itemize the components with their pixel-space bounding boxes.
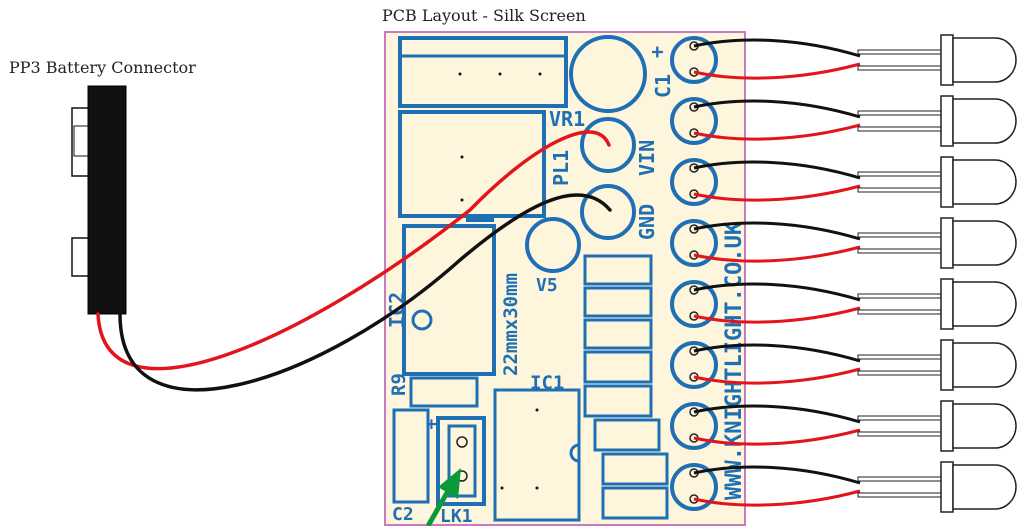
led-lead xyxy=(857,370,943,376)
pcb-board xyxy=(384,31,746,526)
led-black-wire xyxy=(693,99,861,119)
website-url: WWW.KNIGHTLIGHT.CO.UK xyxy=(722,221,747,500)
r9-outline xyxy=(409,376,479,408)
led-black-wire xyxy=(693,221,861,241)
led-body xyxy=(952,220,1017,266)
led-lead xyxy=(857,49,943,55)
led-body xyxy=(952,159,1017,205)
gnd-label: GND xyxy=(635,204,659,240)
led-red-wire xyxy=(693,489,861,507)
battery-connector xyxy=(71,85,127,315)
led-lead xyxy=(857,65,943,71)
vin-pad xyxy=(580,117,636,173)
c1-label: C1 xyxy=(651,74,675,98)
led-body xyxy=(952,464,1017,510)
led-lead xyxy=(857,110,943,116)
led-red-wire xyxy=(693,245,861,263)
led-flange xyxy=(940,400,954,452)
ic1-label: IC1 xyxy=(530,372,564,394)
led-red-wire xyxy=(693,123,861,141)
led-black-wire xyxy=(693,465,861,485)
lk1-pointer-arrow xyxy=(425,468,461,526)
led-pad xyxy=(670,280,718,328)
lk1-label: LK1 xyxy=(440,506,473,526)
v5-pad xyxy=(525,217,581,273)
led-flange xyxy=(940,156,954,208)
led-red-wire xyxy=(693,184,861,202)
led-lead xyxy=(857,492,943,498)
led-body xyxy=(952,342,1017,388)
led-lead xyxy=(857,171,943,177)
led-flange xyxy=(940,34,954,86)
c2-polarity-mark: + xyxy=(426,414,437,435)
led-lead xyxy=(857,476,943,482)
led-flange xyxy=(940,217,954,269)
led-lead xyxy=(857,415,943,421)
r9-label: R9 xyxy=(388,373,410,396)
c2-label: C2 xyxy=(392,504,414,525)
led-lead xyxy=(857,187,943,193)
gnd-pad xyxy=(580,184,636,240)
led-lead xyxy=(857,248,943,254)
led-red-wire xyxy=(693,367,861,385)
c1-capacitor xyxy=(569,35,647,113)
led-lead xyxy=(857,309,943,315)
led-rows xyxy=(670,34,1017,513)
led-lead xyxy=(857,293,943,299)
led-black-wire xyxy=(693,282,861,302)
lk1-outline xyxy=(436,416,486,506)
led-flange xyxy=(940,461,954,513)
led-body xyxy=(952,403,1017,449)
led-red-wire xyxy=(693,306,861,324)
c1-polarity-mark: + xyxy=(645,46,669,58)
led-lead xyxy=(857,431,943,437)
led-lead xyxy=(857,232,943,238)
led-pad xyxy=(670,341,718,389)
led-body xyxy=(952,37,1017,83)
resistor-array xyxy=(583,254,669,520)
led-flange xyxy=(940,339,954,391)
led-red-wire xyxy=(693,62,861,80)
led-pad xyxy=(670,97,718,145)
battery-wires xyxy=(96,130,612,392)
vr1-label: VR1 xyxy=(549,107,585,131)
led-black-wire xyxy=(693,38,861,58)
pl1-label: PL1 xyxy=(549,150,573,186)
led-black-wire xyxy=(693,343,861,363)
led-pad xyxy=(670,36,718,84)
led-red-wire xyxy=(693,428,861,446)
led-flange xyxy=(940,278,954,330)
battery-black-wire xyxy=(118,193,612,392)
led-pad xyxy=(670,219,718,267)
led-body xyxy=(952,281,1017,327)
top-block xyxy=(398,36,568,108)
led-flange xyxy=(940,95,954,147)
led-black-wire xyxy=(693,404,861,424)
led-lead xyxy=(857,354,943,360)
c2-outline xyxy=(392,408,430,504)
led-pad xyxy=(670,158,718,206)
pcb-caption: PCB Layout - Silk Screen xyxy=(382,6,586,25)
led-pad xyxy=(670,463,718,511)
vin-label: VIN xyxy=(635,140,659,176)
board-size-label: 22mmx30mm xyxy=(500,273,522,376)
led-lead xyxy=(857,126,943,132)
battery-caption: PP3 Battery Connector xyxy=(9,58,196,77)
led-black-wire xyxy=(693,160,861,180)
v5-label: V5 xyxy=(536,275,558,296)
ic1-outline xyxy=(493,388,581,522)
led-pad xyxy=(670,402,718,450)
led-body xyxy=(952,98,1017,144)
